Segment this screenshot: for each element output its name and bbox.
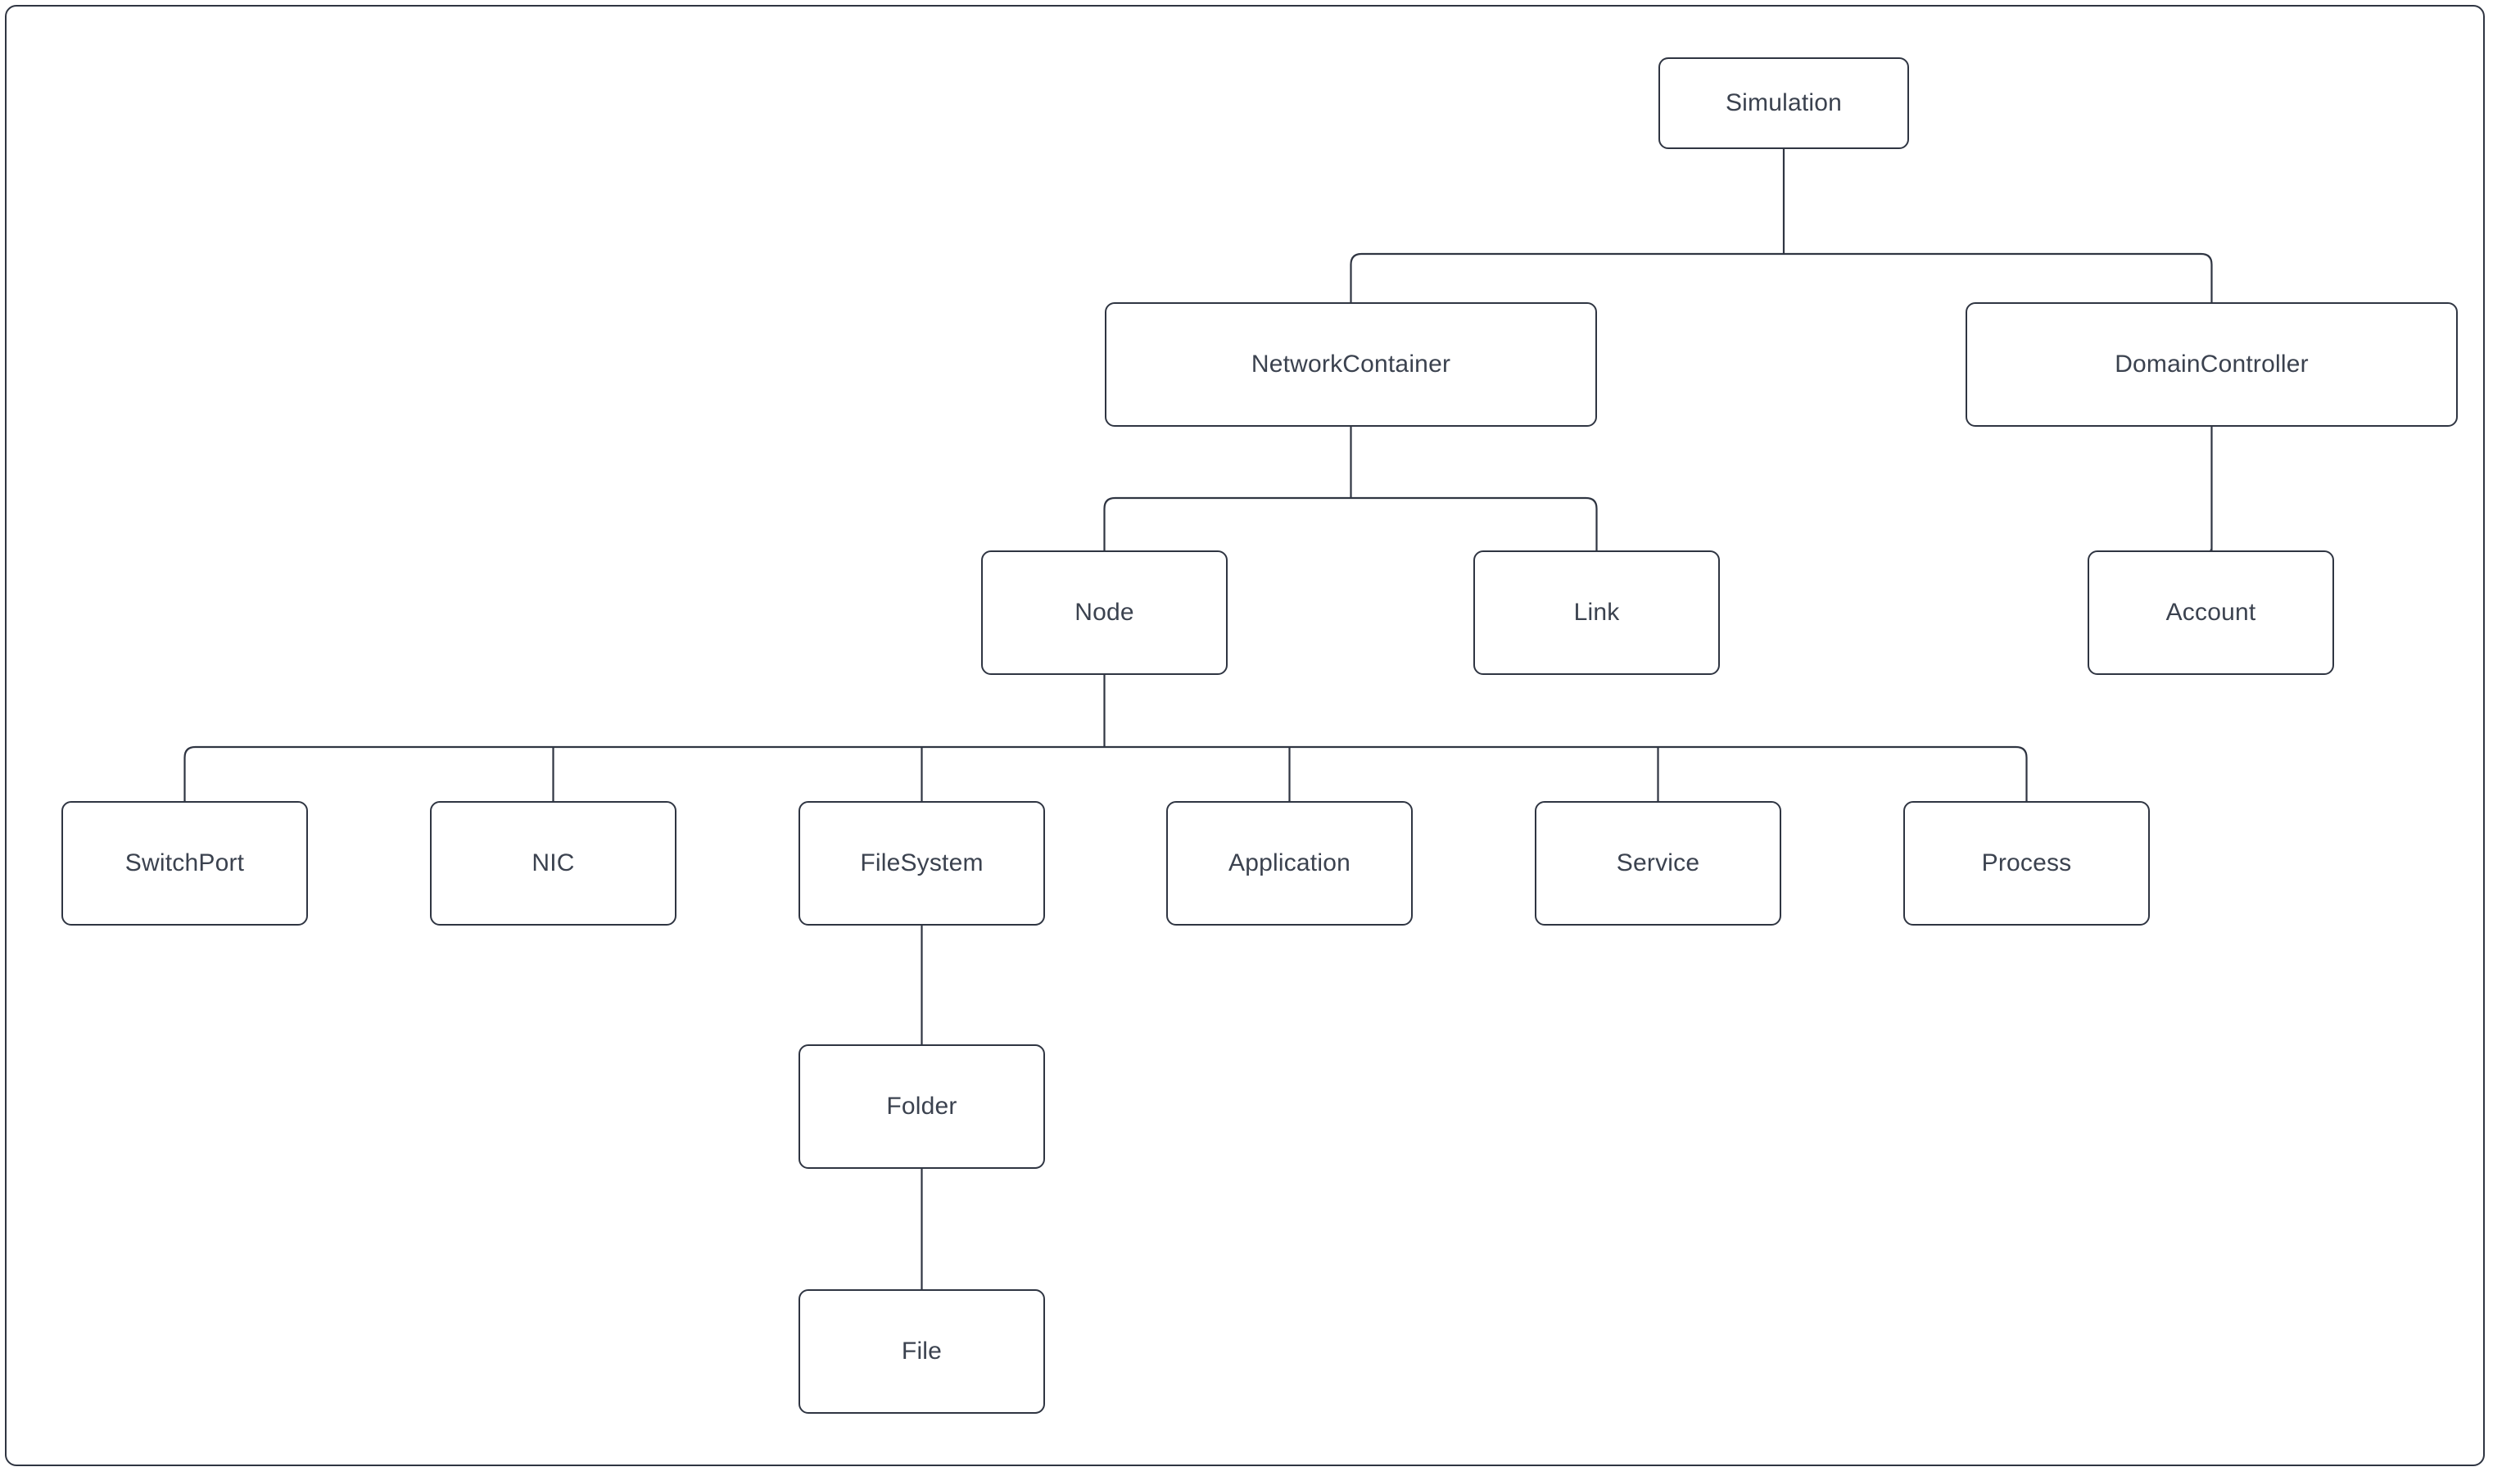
edge-networkcontainer-node [1103,496,1115,550]
edge-node-switchport [183,745,196,801]
class-box-application[interactable]: Application [1166,801,1413,926]
class-box-domaincontroller[interactable]: DomainController [1966,302,2458,427]
edge-networkcontainer-link [1586,496,1598,550]
class-box-folder[interactable]: Folder [799,1044,1045,1169]
class-box-service[interactable]: Service [1535,801,1781,926]
class-box-label: NetworkContainer [1251,351,1451,378]
class-box-label: Account [2165,599,2256,626]
class-box-nic[interactable]: NIC [430,801,676,926]
class-box-label: Node [1075,599,1134,626]
class-box-simulation[interactable]: Simulation [1658,57,1909,149]
class-box-label: Application [1228,849,1350,876]
class-box-label: File [901,1338,943,1365]
class-box-link[interactable]: Link [1473,550,1720,675]
class-box-file[interactable]: File [799,1289,1045,1414]
class-box-label: NIC [532,849,575,876]
canvas-frame [5,5,2485,1466]
edge-simulation-networkcontainer [1350,252,1362,302]
class-box-process[interactable]: Process [1903,801,2150,926]
class-box-label: DomainController [2115,351,2309,378]
class-box-label: FileSystem [860,849,984,876]
class-box-networkcontainer[interactable]: NetworkContainer [1105,302,1597,427]
class-box-filesystem[interactable]: FileSystem [799,801,1045,926]
class-box-label: Folder [886,1093,957,1120]
class-box-label: Link [1573,599,1620,626]
class-box-account[interactable]: Account [2088,550,2334,675]
edge-node-process [2016,745,2028,801]
class-box-label: Simulation [1725,89,1843,116]
edge-simulation-domaincontroller [2201,252,2213,302]
class-box-label: Service [1616,849,1700,876]
class-box-switchport[interactable]: SwitchPort [61,801,308,926]
class-box-label: SwitchPort [124,849,245,876]
class-box-label: Process [1981,849,2072,876]
class-box-node[interactable]: Node [981,550,1228,675]
